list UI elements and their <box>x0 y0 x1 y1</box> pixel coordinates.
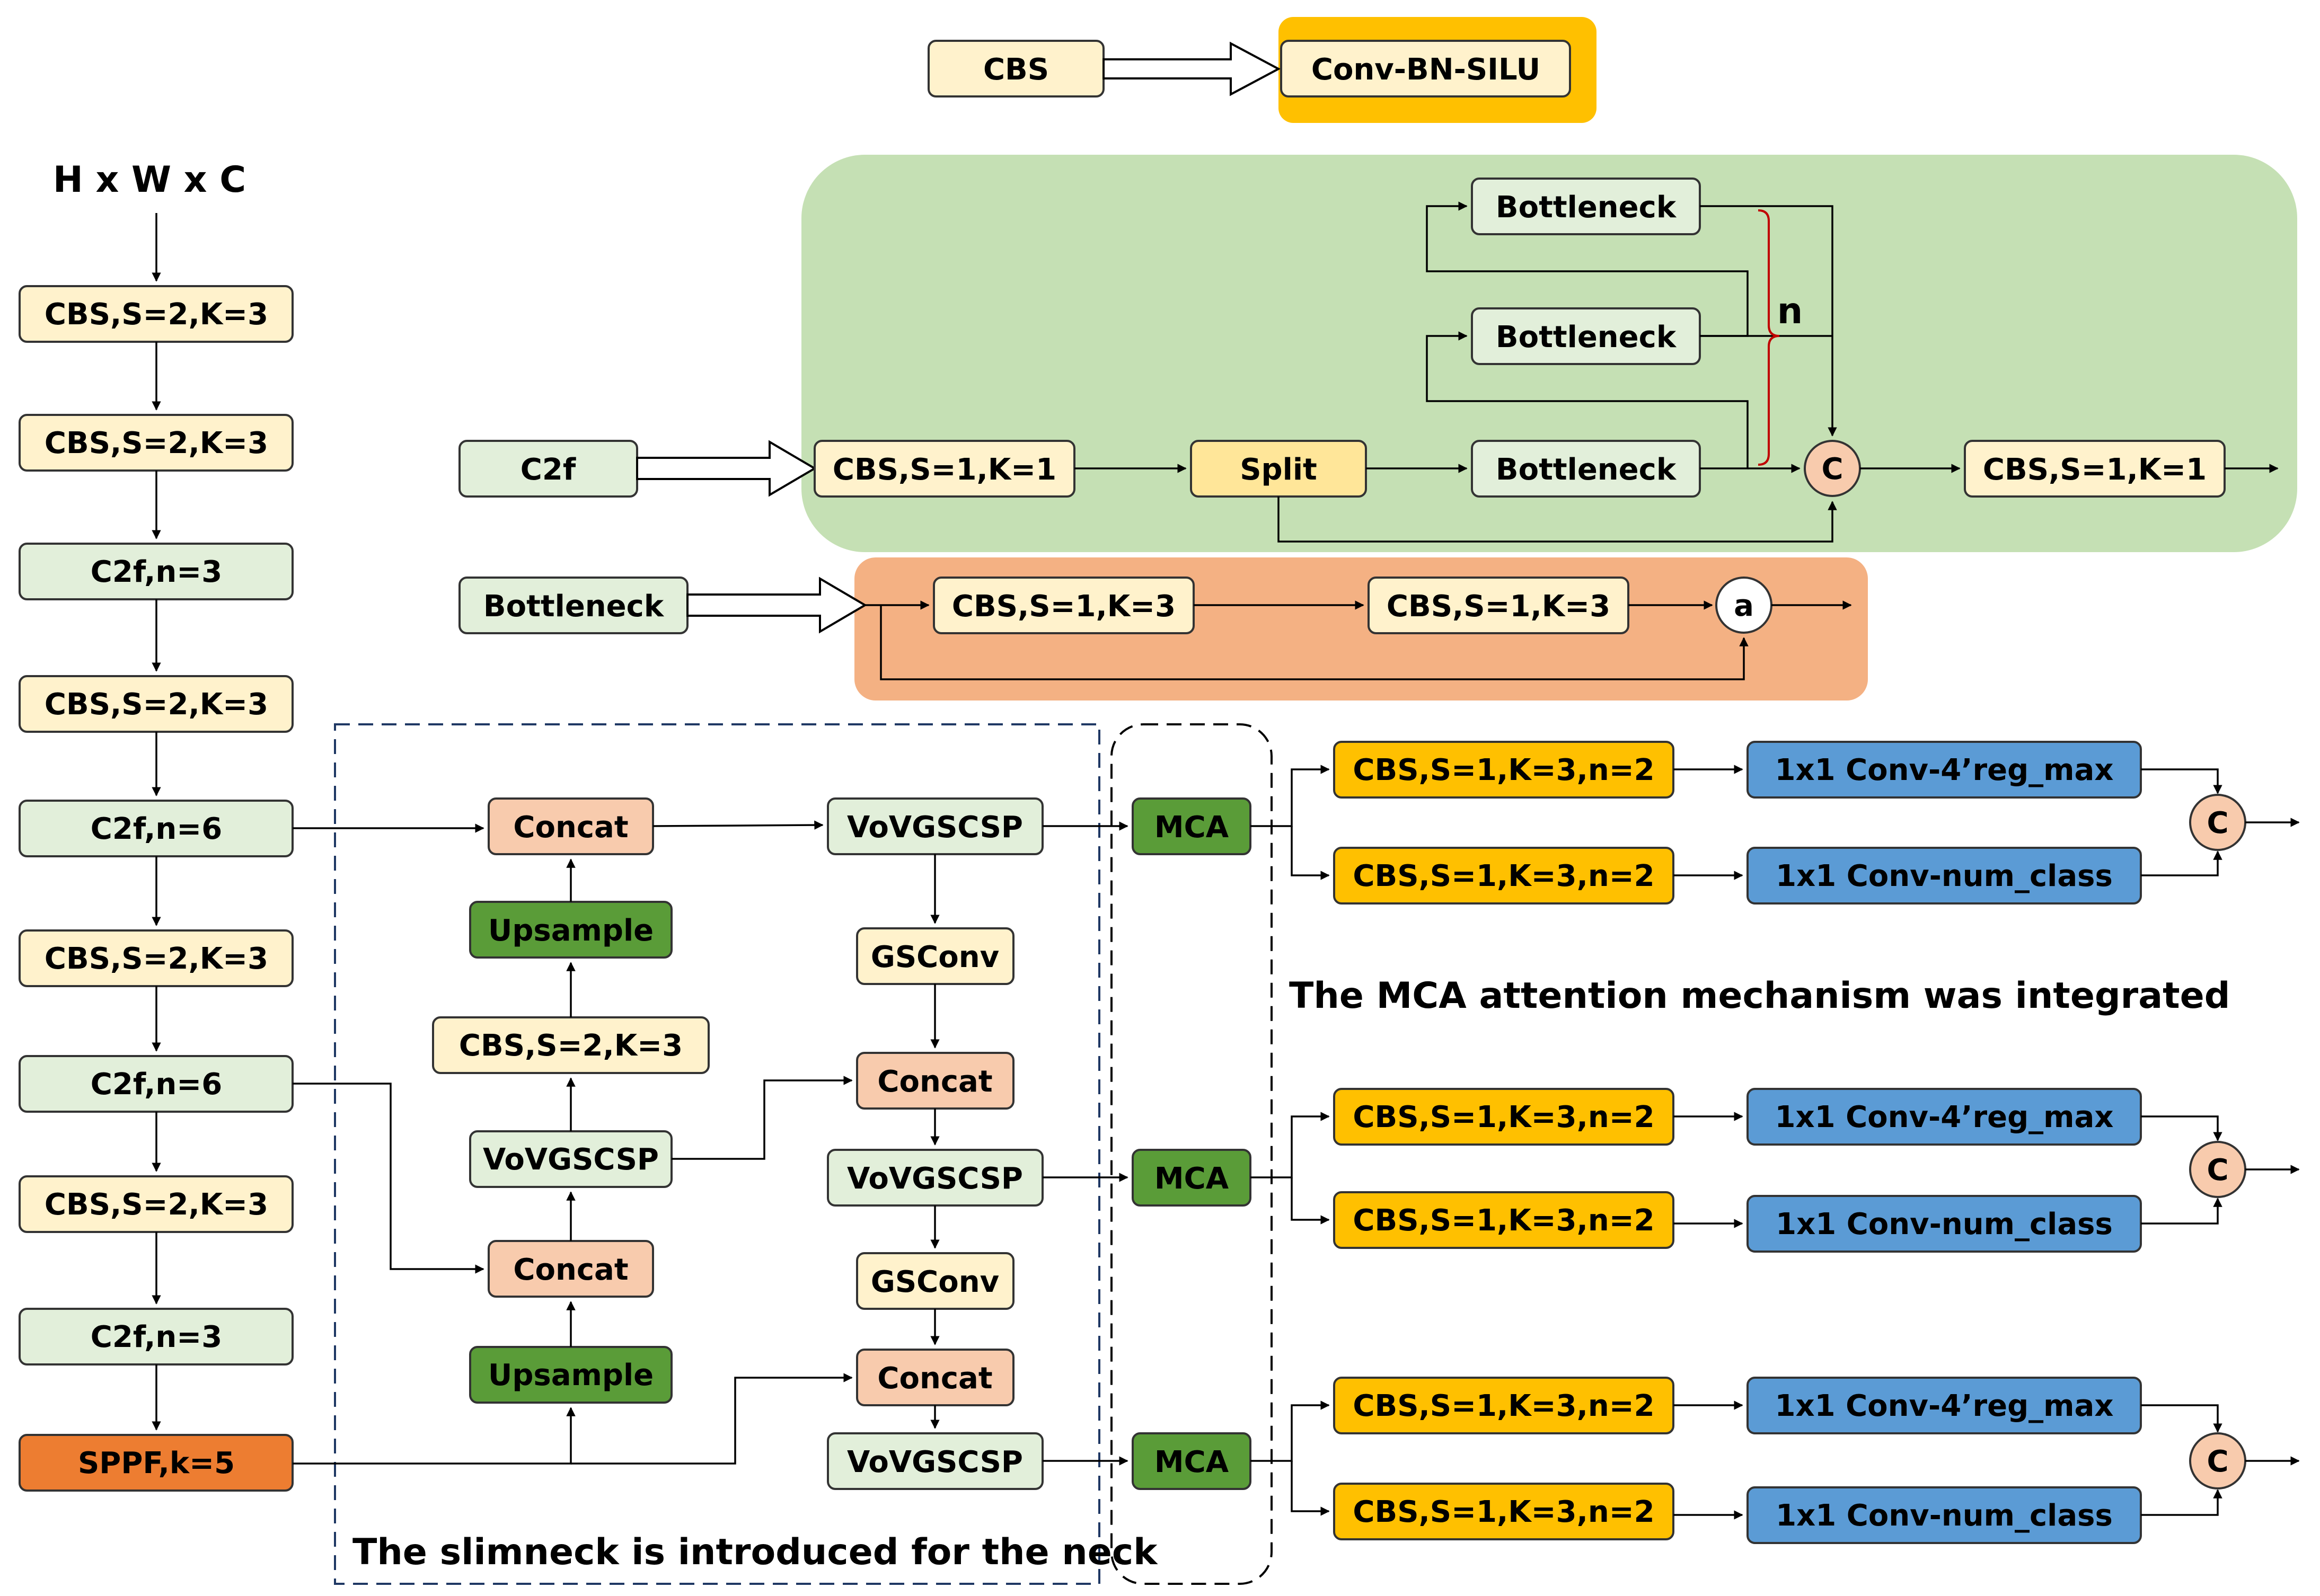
legend-cbs-label: CBS <box>983 52 1049 87</box>
neck-caption: The slimneck is introduced for the neck <box>352 1531 1158 1573</box>
neck-vovgscsp-1-label: VoVGSCSP <box>847 810 1023 845</box>
head-3-cbs-cls <box>1333 1483 1674 1540</box>
neck-concat-right-2-label: Concat <box>877 1361 992 1396</box>
c2f-cbs-out-label: CBS,S=1,K=1 <box>1983 453 2207 487</box>
input-shape-label: H x W x C <box>53 159 246 201</box>
backbone-cbs-4-label: CBS,S=2,K=3 <box>45 942 268 976</box>
slimneck-boundary <box>334 723 1100 1585</box>
head-3-reg-conv-label: 1x1 Conv-4’reg_max <box>1775 1389 2114 1423</box>
head-1-cls-conv-label: 1x1 Conv-num_class <box>1776 859 2113 893</box>
head-1-cbs-cls-label: CBS,S=1,K=3,n=2 <box>1353 859 1654 893</box>
backbone-cbs-3-label: CBS,S=2,K=3 <box>45 687 268 722</box>
backbone-cbs-2-label: CBS,S=2,K=3 <box>45 426 268 460</box>
head-3-cbs-reg-label: CBS,S=1,K=3,n=2 <box>1353 1389 1654 1423</box>
neck-gsconv-2-label: GSConv <box>871 1265 999 1299</box>
c2f-bottleneck-2-label: Bottleneck <box>1496 320 1677 354</box>
bottleneck-detail: Bottleneck CBS,S=1,K=3 CBS,S=1,K=3 a <box>458 577 1852 680</box>
head-3-cbs-cls-label: CBS,S=1,K=3,n=2 <box>1353 1495 1654 1529</box>
c2f-bottleneck-3-label: Bottleneck <box>1496 453 1677 487</box>
c2f-concat-label: C <box>1821 452 1843 486</box>
neck: Concat Upsample CBS,S=2,K=3 VoVGSCSP Con… <box>293 797 1158 1573</box>
neck-cbs-label: CBS,S=2,K=3 <box>459 1028 683 1063</box>
head-2-cls-conv-label: 1x1 Conv-num_class <box>1776 1207 2113 1242</box>
mca-boundary <box>1110 723 1273 1585</box>
head-2-reg-conv-label: 1x1 Conv-4’reg_max <box>1775 1100 2114 1134</box>
bottleneck-cbs-2-label: CBS,S=1,K=3 <box>1387 589 1610 624</box>
head-2-cbs-cls-label: CBS,S=1,K=3,n=2 <box>1353 1203 1654 1238</box>
c2f-split-label: Split <box>1240 453 1317 487</box>
mca-column: MCA MCA MCA The MCA attention mechanism … <box>1043 797 2230 1490</box>
c2f-name-label: C2f <box>521 453 576 487</box>
neck-concat-right-1-label: Concat <box>877 1065 992 1099</box>
head-2-cbs-reg-label: CBS,S=1,K=3,n=2 <box>1353 1100 1654 1134</box>
legend-conv-bn-silu-label: Conv-BN-SILU <box>1311 52 1540 87</box>
head-2-cbs-cls <box>1333 1191 1674 1249</box>
head-1-reg-conv-label: 1x1 Conv-4’reg_max <box>1775 753 2114 787</box>
head-3-cls-conv-label: 1x1 Conv-num_class <box>1776 1499 2113 1533</box>
mca-caption: The MCA attention mechanism was integrat… <box>1289 975 2230 1017</box>
neck-upsample-bottom-label: Upsample <box>488 1358 654 1393</box>
neck-vovgscsp-left-label: VoVGSCSP <box>483 1142 659 1177</box>
mca-block-2-label: MCA <box>1154 1161 1229 1196</box>
bottleneck-cbs-1-label: CBS,S=1,K=3 <box>952 589 1176 624</box>
head-2-concat-label: C <box>2207 1153 2228 1187</box>
c2f-n-label: n <box>1777 290 1803 332</box>
backbone: CBS,S=2,K=3 CBS,S=2,K=3 C2f,n=3 CBS,S=2,… <box>19 213 294 1492</box>
head-3-concat-label: C <box>2207 1444 2228 1479</box>
backbone-c2f-3-label: C2f,n=6 <box>91 1067 222 1102</box>
neck-upsample-top-label: Upsample <box>488 914 654 948</box>
backbone-cbs-1-label: CBS,S=2,K=3 <box>45 297 268 332</box>
c2f-hollow-arrow <box>636 440 817 497</box>
neck-vovgscsp-2-label: VoVGSCSP <box>847 1161 1023 1196</box>
head-2: CBS,S=1,K=3,n=2 CBS,S=1,K=3,n=2 1x1 Conv… <box>1250 1088 2300 1253</box>
mca-block-1-label: MCA <box>1154 810 1229 845</box>
legend-conv-bn-silu-box <box>1280 40 1571 97</box>
c2f-bottleneck-1-label: Bottleneck <box>1496 190 1677 225</box>
backbone-c2f-1-label: C2f,n=3 <box>91 555 222 589</box>
bottleneck-hollow-arrow <box>686 577 867 634</box>
legend-hollow-arrow <box>1102 41 1281 96</box>
head-1-concat-label: C <box>2207 806 2228 840</box>
mca-block-3-label: MCA <box>1154 1445 1229 1479</box>
head-3: CBS,S=1,K=3,n=2 CBS,S=1,K=3,n=2 1x1 Conv… <box>1250 1377 2300 1544</box>
backbone-c2f-4-label: C2f,n=3 <box>91 1320 222 1354</box>
neck-gsconv-1-label: GSConv <box>871 940 999 974</box>
neck-concat-top <box>488 797 654 855</box>
c2f-detail: C2f CBS,S=1,K=1 Split Bottleneck Bottlen… <box>458 178 2279 543</box>
bottleneck-add-label: a <box>1734 589 1754 623</box>
backbone-cbs-5-label: CBS,S=2,K=3 <box>45 1187 268 1222</box>
cbs-legend: CBS Conv-BN-SILU <box>928 40 1571 97</box>
neck-concat-top-label: Concat <box>513 810 628 845</box>
backbone-c2f-2-label: C2f,n=6 <box>91 812 222 846</box>
neck-concat-mid-label: Concat <box>513 1253 628 1287</box>
head-1: CBS,S=1,K=3,n=2 CBS,S=1,K=3,n=2 1x1 Conv… <box>1250 741 2300 905</box>
c2f-cbs-in-label: CBS,S=1,K=1 <box>833 453 1056 487</box>
head-1-cbs-reg-label: CBS,S=1,K=3,n=2 <box>1353 753 1654 787</box>
c2f-repeat-bracket <box>1758 209 1780 466</box>
bottleneck-name-label: Bottleneck <box>483 589 665 624</box>
backbone-sppf-label: SPPF,k=5 <box>78 1446 235 1480</box>
neck-vovgscsp-3-label: VoVGSCSP <box>847 1445 1023 1479</box>
